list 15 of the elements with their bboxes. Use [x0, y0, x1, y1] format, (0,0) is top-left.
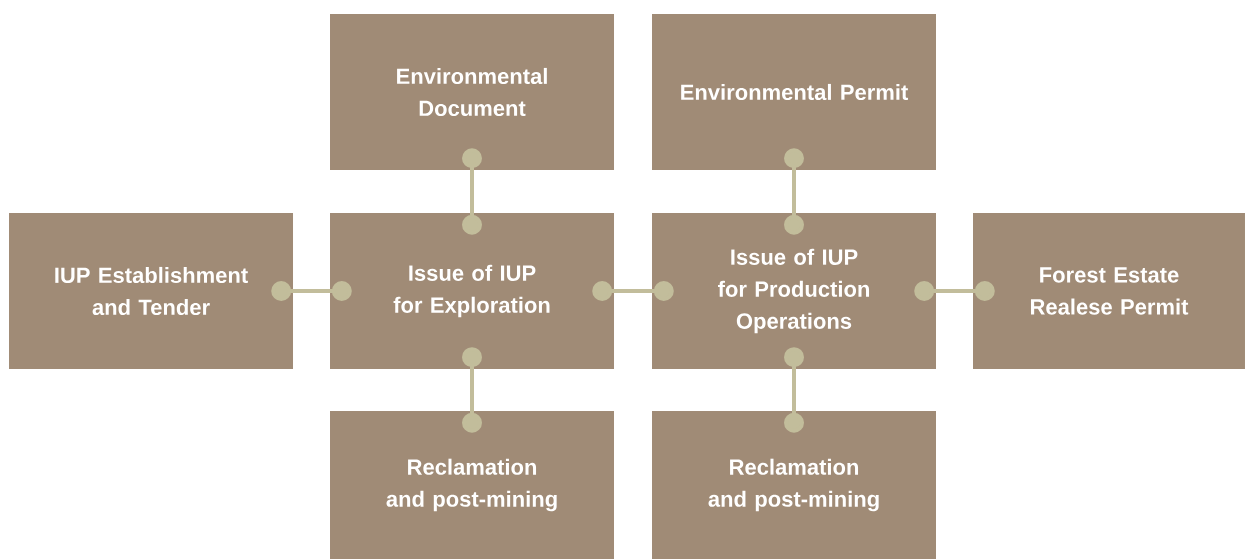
process-box: Forest Estate Realese Permit	[973, 213, 1245, 369]
process-box: Issue of IUP for Production Operations	[652, 213, 936, 369]
connector	[914, 281, 995, 301]
process-box: Reclamation and post-mining	[330, 411, 614, 559]
process-box: Environmental Document	[330, 14, 614, 170]
connector	[592, 281, 674, 301]
process-box: IUP Establishment and Tender	[9, 213, 293, 369]
connector	[784, 347, 804, 433]
connector	[784, 148, 804, 235]
connector	[271, 281, 352, 301]
process-box: Environmental Permit	[652, 14, 936, 170]
connector	[462, 347, 482, 433]
process-box: Issue of IUP for Exploration	[330, 213, 614, 369]
process-box: Reclamation and post-mining	[652, 411, 936, 559]
connector	[462, 148, 482, 235]
